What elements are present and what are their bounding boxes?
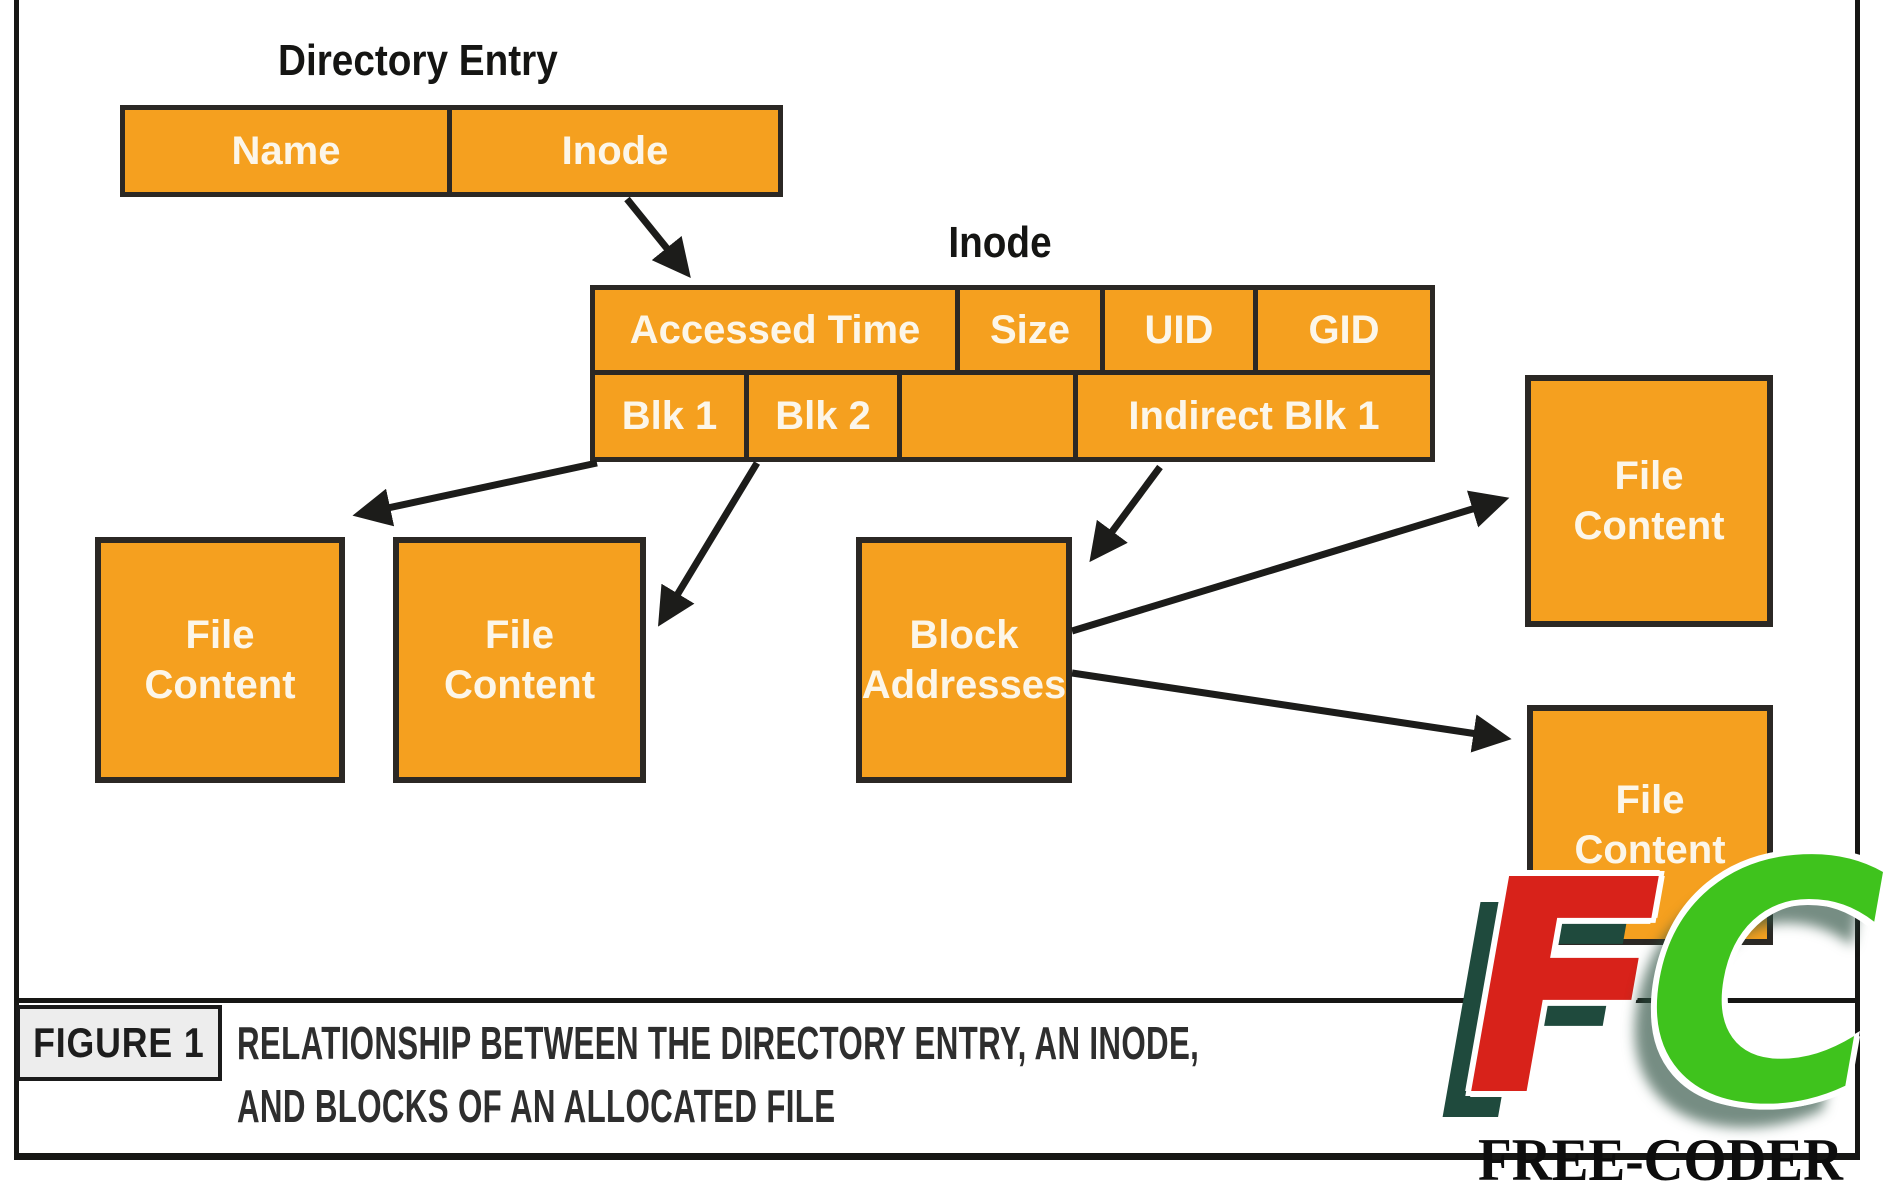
frame-border-bottom [14, 1153, 1860, 1160]
figure-caption-line-1: RELATIONSHIP BETWEEN THE DIRECTORY ENTRY… [237, 1017, 1200, 1069]
file-content-box-4: File Content [1527, 705, 1773, 945]
directory-cell-inode: Inode [447, 105, 783, 197]
inode-cell-blk1: Blk 1 [590, 370, 749, 462]
file-content-box-1: File Content [95, 537, 345, 783]
figure-number-chip: FIGURE 1 [16, 1005, 222, 1081]
figure-caption-line-2: AND BLOCKS OF AN ALLOCATED FILE [237, 1080, 836, 1132]
arrow-indirect-blk1-to-block-addresses [1089, 464, 1163, 563]
inode-cell-uid: UID [1100, 285, 1258, 375]
directory-cell-name: Name [120, 105, 452, 197]
arrow-blk1-to-file-content-1 [352, 459, 598, 527]
inode-cell-size: Size [955, 285, 1105, 375]
arrow-block-addresses-to-file-content-4 [1071, 669, 1512, 753]
frame-border-right [1855, 0, 1860, 1160]
arrow-inode-ref-to-inode-table [624, 196, 691, 278]
directory-entry-title: Directory Entry [278, 36, 558, 85]
inode-cell-accessed-time: Accessed Time [590, 285, 960, 375]
file-content-box-3: File Content [1525, 375, 1773, 627]
arrow-blk2-to-file-content-2 [658, 461, 760, 627]
arrow-block-addresses-to-file-content-3 [1070, 490, 1510, 635]
directory-entry-box: Name Inode [120, 105, 783, 197]
inode-row-1: Accessed Time Size UID GID [590, 285, 1435, 375]
inode-cell-blk2: Blk 2 [744, 370, 902, 462]
free-coder-logo-text: FREE-CODER [1478, 1127, 1843, 1187]
caption-divider-line [14, 998, 1860, 1003]
file-content-box-2: File Content [393, 537, 646, 783]
inode-row-2: Blk 1 Blk 2 Indirect Blk 1 [590, 370, 1435, 462]
inode-title: Inode [948, 218, 1052, 267]
figure-number-label: FIGURE 1 [33, 1019, 205, 1066]
frame-border-left [14, 0, 19, 1160]
inode-cell-indirect-blk1: Indirect Blk 1 [1073, 370, 1435, 462]
block-addresses-box: Block Addresses [856, 537, 1072, 783]
inode-cell-empty [897, 370, 1078, 462]
inode-cell-gid: GID [1253, 285, 1435, 375]
